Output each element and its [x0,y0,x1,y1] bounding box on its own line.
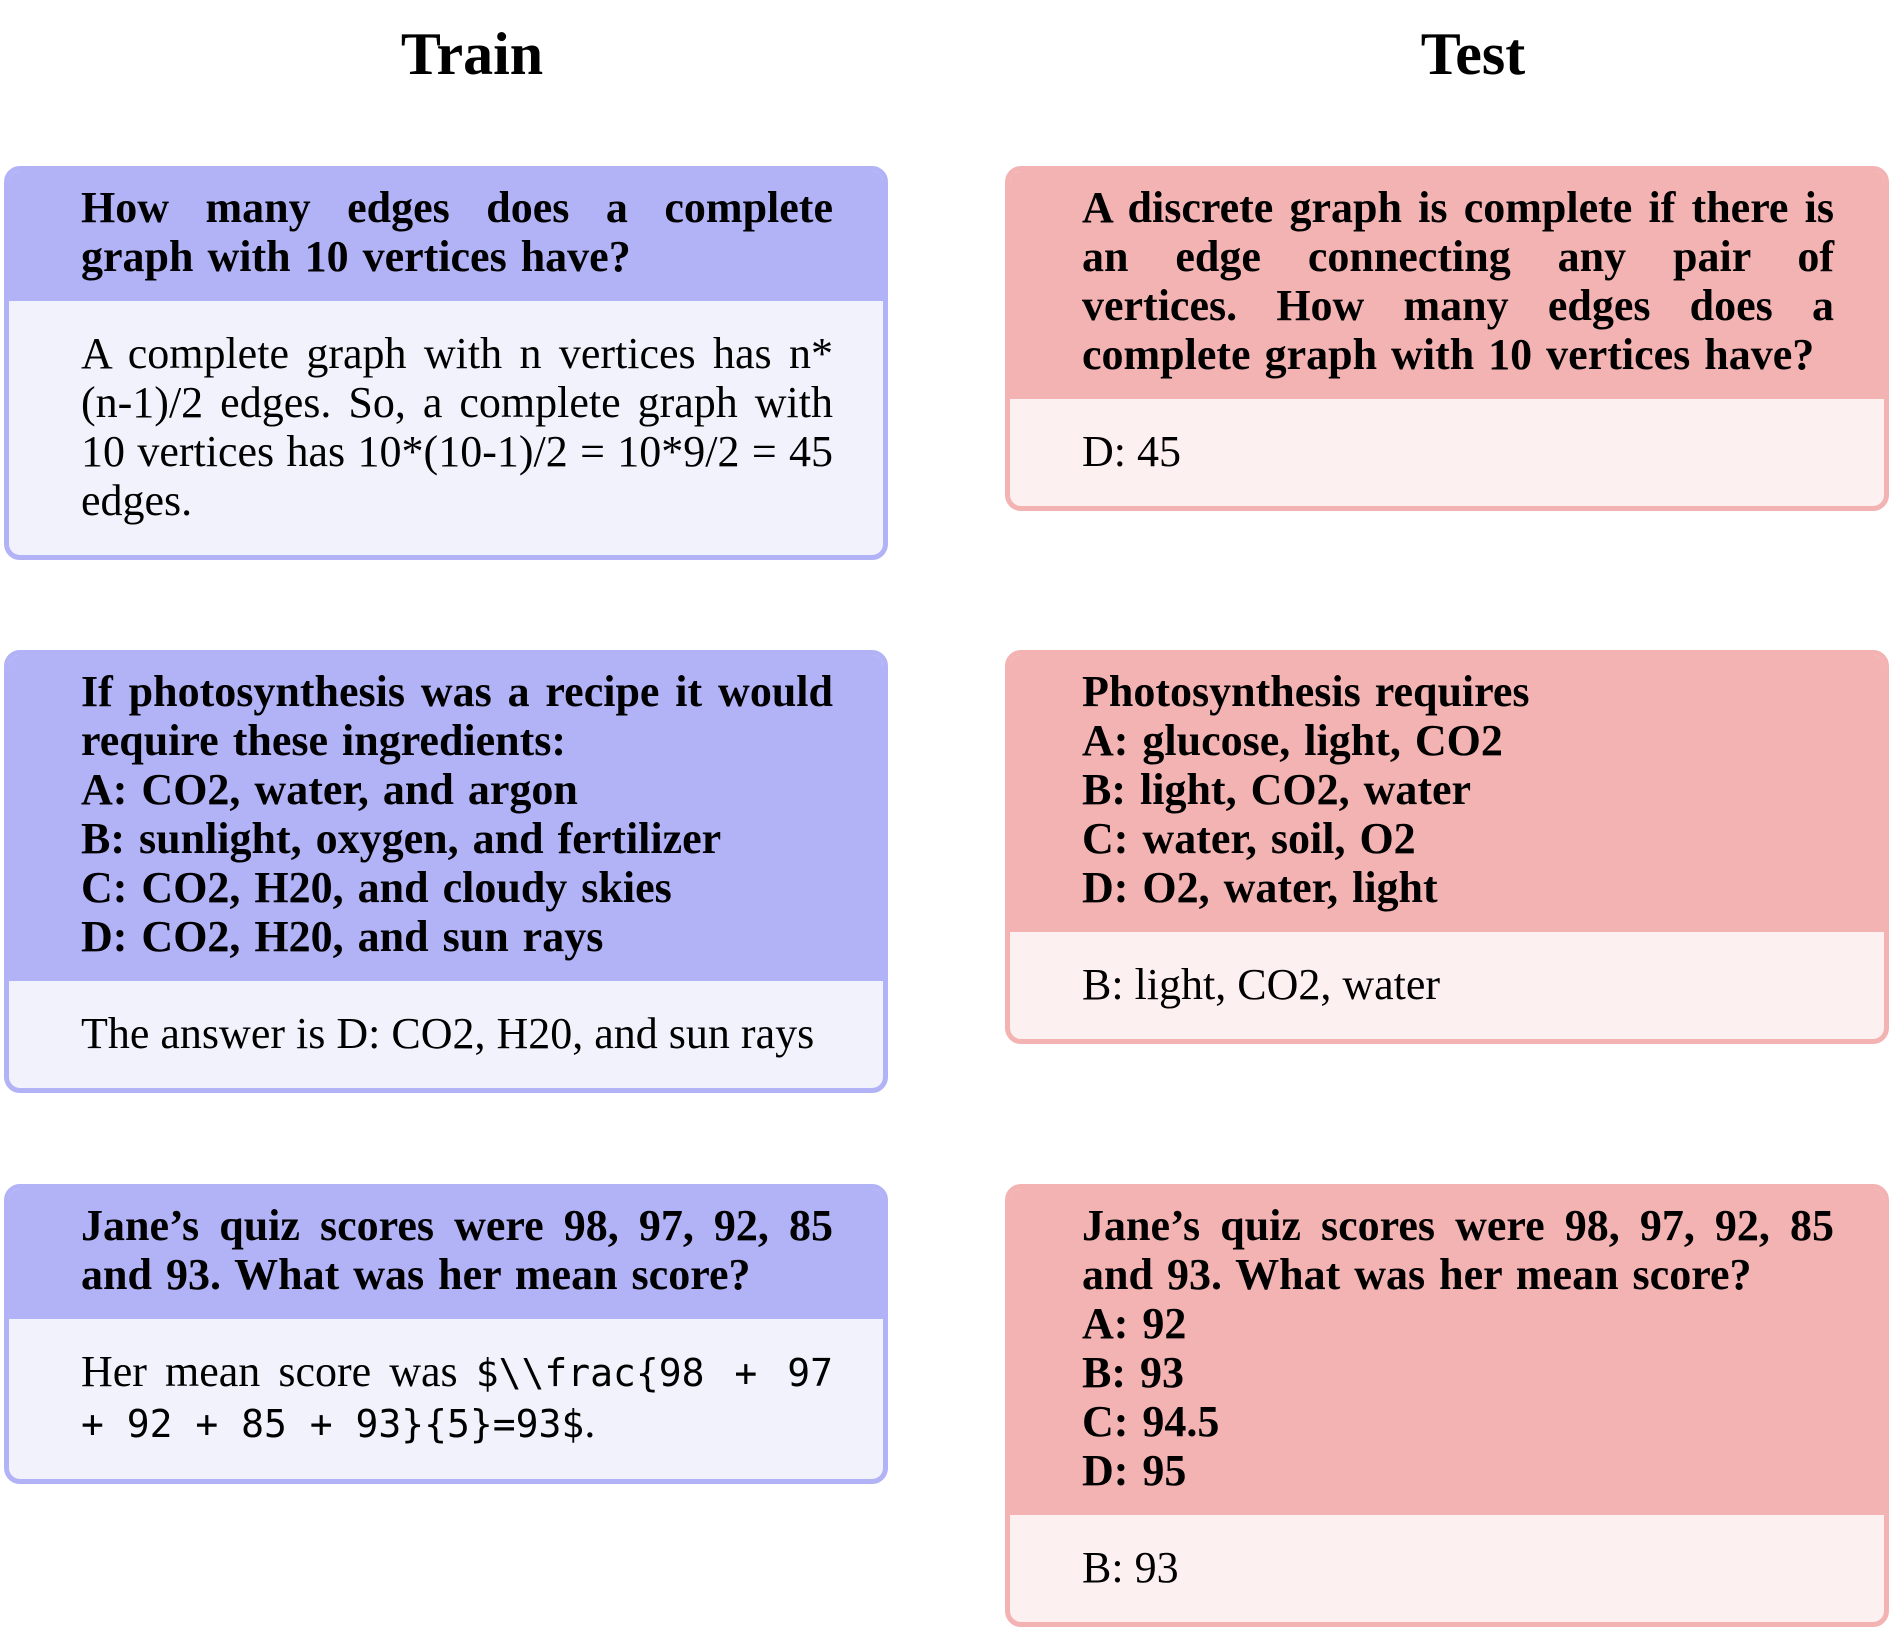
test-card-1: A discrete graph is complete if there is… [1005,166,1889,511]
option-b: B: sunlight, oxygen, and fertilizer [81,814,722,863]
option-b: B: 93 [1082,1348,1184,1397]
train-card-2-question: If photosynthesis was a recipe it would … [9,655,883,981]
train-card-3-answer: Her mean score was $\\frac{98 + 97 + 92 … [9,1319,883,1479]
option-c: C: 94.5 [1082,1397,1220,1446]
test-card-1-answer: D: 45 [1082,427,1181,476]
train-card-1-question: How many edges does a complete graph wit… [9,171,883,301]
option-d: D: 95 [1082,1446,1187,1495]
test-card-2-question: Photosynthesis requires A: glucose, ligh… [1010,655,1884,932]
question-line: If photosynthesis was a recipe it would … [81,667,833,765]
answer-period: . [584,1398,596,1447]
answer-text: Her mean score was [81,1347,476,1396]
test-column-title: Test [1420,21,1526,87]
question-line: Jane’s quiz scores were 98, 97, 92, 85 a… [1082,1201,1834,1299]
test-card-3-question: Jane’s quiz scores were 98, 97, 92, 85 a… [1010,1189,1884,1515]
test-card-2-answer: B: light, CO2, water [1082,960,1441,1009]
test-card-1-question: A discrete graph is complete if there is… [1010,171,1884,399]
option-c: C: water, soil, O2 [1082,814,1416,863]
test-card-3: Jane’s quiz scores were 98, 97, 92, 85 a… [1005,1184,1889,1627]
train-card-1: How many edges does a complete graph wit… [4,166,888,560]
option-d: D: O2, water, light [1082,863,1438,912]
option-b: B: light, CO2, water [1082,765,1472,814]
answer-latex-code: $\\frac{98 + 97 + 92 + 85 + 93}{5}=93$ [81,1351,833,1446]
train-card-2-answer: The answer is D: CO2, H20, and sun rays [81,1009,815,1058]
train-card-3: Jane’s quiz scores were 98, 97, 92, 85 a… [4,1184,888,1484]
train-card-3-question: Jane’s quiz scores were 98, 97, 92, 85 a… [9,1189,883,1319]
train-card-2: If photosynthesis was a recipe it would … [4,650,888,1093]
option-c: C: CO2, H20, and cloudy skies [81,863,672,912]
question-line: Photosynthesis requires [1082,667,1530,716]
option-a: A: 92 [1082,1299,1187,1348]
train-column-title: Train [400,21,544,87]
option-d: D: CO2, H20, and sun rays [81,912,604,961]
train-card-1-answer: A complete graph with n vertices has n*(… [81,329,833,525]
test-card-2: Photosynthesis requires A: glucose, ligh… [1005,650,1889,1044]
option-a: A: CO2, water, and argon [81,765,578,814]
option-a: A: glucose, light, CO2 [1082,716,1503,765]
test-card-3-answer: B: 93 [1082,1543,1179,1592]
